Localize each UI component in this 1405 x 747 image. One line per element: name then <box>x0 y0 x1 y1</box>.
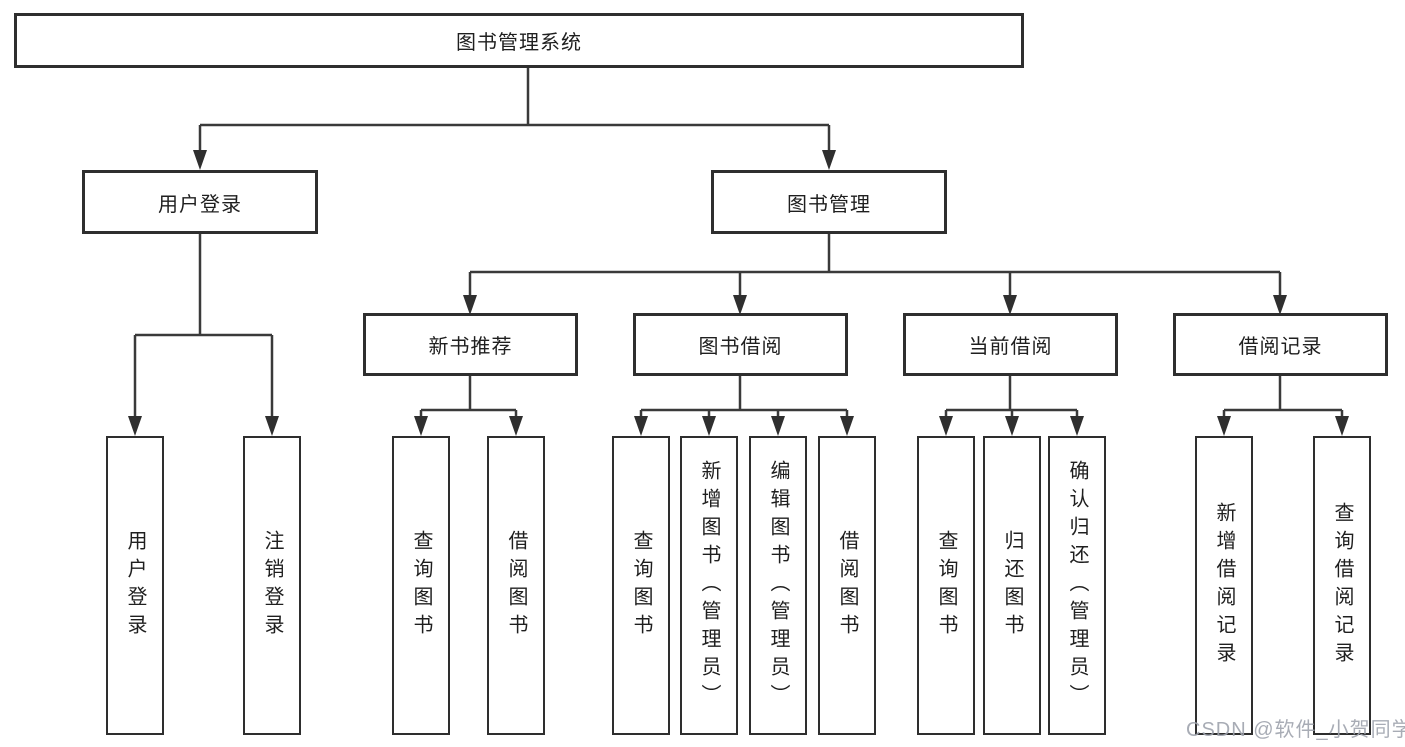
leaf-query-book-current: 查询图书 <box>917 436 975 735</box>
leaf-edit-book-admin: 编辑图书（管理员） <box>749 436 807 735</box>
node-book-borrow: 图书借阅 <box>633 313 848 376</box>
leaf-query-borrow-record: 查询借阅记录 <box>1313 436 1371 735</box>
leaf-confirm-return-admin: 确认归还（管理员） <box>1048 436 1106 735</box>
node-new-book-recommend: 新书推荐 <box>363 313 578 376</box>
node-root-system: 图书管理系统 <box>14 13 1024 68</box>
leaf-return-book: 归还图书 <box>983 436 1041 735</box>
leaf-add-borrow-record: 新增借阅记录 <box>1195 436 1253 735</box>
csdn-watermark: CSDN @软件_小贺同学 <box>1186 719 1405 741</box>
leaf-query-book-recommend: 查询图书 <box>392 436 450 735</box>
leaf-user-login: 用户登录 <box>106 436 164 735</box>
leaf-borrow-book-recommend: 借阅图书 <box>487 436 545 735</box>
node-borrow-record: 借阅记录 <box>1173 313 1388 376</box>
node-user-login: 用户登录 <box>82 170 318 234</box>
leaf-add-book-admin: 新增图书（管理员） <box>680 436 738 735</box>
leaf-borrow-book: 借阅图书 <box>818 436 876 735</box>
node-current-borrow: 当前借阅 <box>903 313 1118 376</box>
leaf-query-book-borrow: 查询图书 <box>612 436 670 735</box>
node-book-management: 图书管理 <box>711 170 947 234</box>
leaf-logout: 注销登录 <box>243 436 301 735</box>
